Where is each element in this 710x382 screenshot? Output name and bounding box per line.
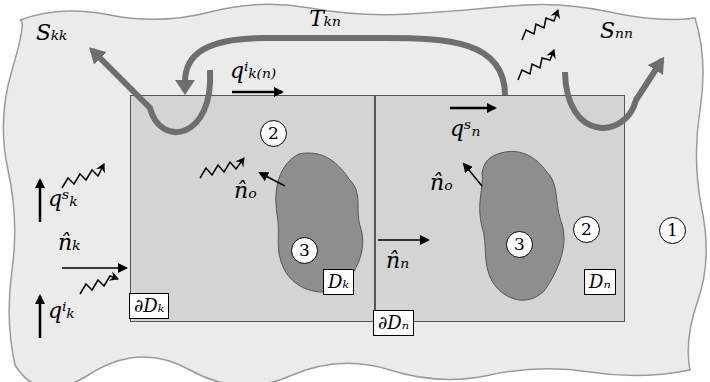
field-vector (232, 91, 282, 94)
symbol-label: Sₖₖ (36, 20, 67, 46)
symbol-label: qⁱₖ (48, 298, 75, 324)
symbol-label: n̂ₒ (234, 178, 257, 204)
region-number: 2 (573, 216, 600, 243)
scatterer-body: 3 (476, 149, 566, 304)
symbol-label: n̂ₙ (386, 248, 409, 274)
region-number: 3 (291, 237, 318, 264)
symbol-label: n̂ₖ (58, 230, 80, 256)
wave-arrow (522, 10, 558, 40)
wave-arrow (518, 50, 554, 80)
wave-arrow (80, 276, 118, 294)
edge-layer (175, 38, 505, 95)
domain-label: ∂Dₙ (373, 310, 414, 336)
wave-arrow (200, 158, 244, 178)
domain-label: Dₙ (584, 269, 616, 295)
edge-label: Tₖₙ (309, 6, 341, 32)
field-vector (39, 180, 42, 222)
normal-vector (464, 164, 482, 186)
wave-arrow (62, 164, 104, 188)
normal-vector (378, 239, 428, 241)
symbol-label: qˢₖ (48, 186, 78, 212)
symbol-label: qⁱₖ₍ₙ₎ (230, 58, 276, 84)
region-number: 2 (260, 120, 287, 147)
symbol-label: qˢₙ (450, 116, 480, 142)
region-number: 3 (506, 231, 533, 258)
outline-shape (476, 149, 566, 304)
normal-vector (62, 267, 126, 269)
subdomain-box: 2Dₙ∂Dₙ3 (375, 95, 625, 322)
normal-vector (260, 173, 285, 186)
domain-label: Dₖ (323, 269, 354, 295)
domain-label: ∂Dₖ (129, 293, 169, 319)
transfer-line (185, 38, 505, 95)
field-vector (450, 107, 495, 110)
transfer-arrow (175, 38, 505, 95)
arrow-head (175, 80, 195, 95)
region-number: 1 (659, 217, 686, 244)
field-vector (39, 296, 42, 338)
scatter-arrow (565, 60, 662, 128)
symbol-label: n̂ₒ (430, 170, 453, 196)
symbol-label: Sₙₙ (600, 18, 633, 44)
